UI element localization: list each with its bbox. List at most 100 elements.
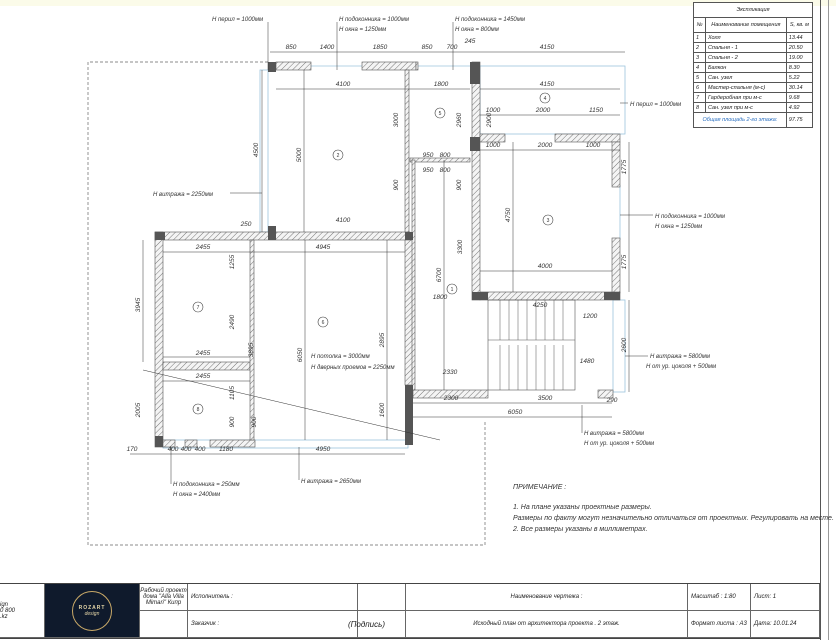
- dimension-label: 3895: [248, 342, 255, 357]
- signature: (Подпись): [348, 611, 406, 638]
- cell-num: 5: [693, 72, 706, 83]
- dimension-label: 700: [447, 44, 458, 51]
- dimension-label: 900: [393, 179, 400, 190]
- dimension-label: 2960: [456, 112, 463, 128]
- total-label: Общая площадь 2-го этажа:: [693, 112, 787, 128]
- room-marker: [542, 214, 554, 226]
- dimension-label: 1000: [486, 107, 501, 114]
- dimension-label: 4945: [316, 244, 331, 251]
- dimension-label: 400: [168, 446, 179, 453]
- title-block: ign 0 800 .kz Рабочий проект дома "Alla …: [0, 583, 820, 639]
- dimension-label: 4950: [316, 446, 331, 453]
- cell-name: Холл: [704, 32, 787, 43]
- executor-value: [358, 584, 406, 611]
- cell-num: 6: [693, 82, 706, 93]
- sheet-top-band: [0, 0, 836, 6]
- annotation: H витража = 2650мм: [301, 479, 361, 485]
- dimension-label: 4750: [505, 207, 512, 222]
- dimension-label: 1600: [379, 402, 386, 417]
- col-num: №: [693, 17, 706, 33]
- annotation: H перил = 1000мм: [630, 102, 681, 108]
- dimension-label: 950: [423, 167, 434, 174]
- dimension-label: 850: [422, 44, 433, 51]
- dimension-label: 245: [464, 38, 476, 45]
- drawing-name: Исходный план от архитектора проекта . 2…: [406, 611, 688, 638]
- col-area: S, кв. м: [785, 17, 814, 33]
- room-number: 4: [544, 96, 547, 102]
- annotation: H от ур. цоколя + 500мм: [584, 441, 654, 447]
- dimension-label: 1150: [589, 107, 603, 114]
- room-marker: [192, 301, 204, 313]
- note-line: 1. На плане указаны проектные размеры.: [513, 504, 652, 511]
- cell-name: Спальня - 2: [704, 52, 787, 63]
- dimension-label: 3000: [393, 112, 400, 127]
- room-marker: [317, 316, 329, 328]
- dimension-label: 250: [240, 221, 252, 228]
- cell-area: 19.00: [785, 52, 814, 63]
- cell-num: 7: [693, 92, 706, 103]
- annotation: H окна = 1250мм: [655, 224, 702, 230]
- cell-area: 8.30: [785, 62, 814, 73]
- project-name: Рабочий проект дома "Alla Villa Mimari" …: [140, 584, 188, 611]
- note-line: 2. Все размеры указаны в миллиметрах.: [513, 526, 648, 533]
- annotation: H окна = 2400мм: [173, 492, 220, 498]
- annotation: H витража = 5800мм: [650, 354, 710, 360]
- explication-title: Экспликация: [693, 2, 813, 18]
- dimension-label: 2300: [443, 395, 459, 402]
- annotation: H окна = 1250мм: [339, 27, 386, 33]
- executor-label: Исполнитель :: [188, 584, 358, 611]
- stair-treads: [499, 300, 564, 390]
- project-empty: [140, 611, 188, 638]
- annotation: H подоконника = 1450мм: [455, 17, 525, 23]
- room-marker: [332, 149, 344, 161]
- title-left-partial: ign 0 800 .kz: [0, 584, 45, 638]
- dimension-label: 400: [195, 446, 206, 453]
- dimension-label: 850: [286, 44, 297, 51]
- annotation: H дверных проемов = 2250мм: [311, 365, 395, 371]
- room-number: 3: [547, 218, 550, 224]
- cell-name: Гардеробная при м-с: [704, 92, 787, 103]
- cell-area: 4.92: [785, 102, 814, 113]
- cell-name: Мастер-спальня (м-с): [704, 82, 787, 93]
- dimension-label: 400: [181, 446, 192, 453]
- dimension-label: 2000: [537, 142, 553, 149]
- walls: [154, 61, 621, 448]
- cell-num: 2: [693, 42, 706, 53]
- room-number: 2: [337, 153, 340, 159]
- room-marker: [539, 92, 551, 104]
- date: Дата: 10.01.24: [751, 611, 820, 638]
- dimension-label: 3300: [457, 239, 464, 254]
- dimension-line: [142, 369, 441, 441]
- room-number: 5: [439, 111, 442, 117]
- lower-floor-outline: [87, 61, 486, 546]
- dimension-label: 3945: [135, 297, 142, 312]
- dimension-label: 2600: [621, 337, 628, 353]
- dimension-label: 1800: [433, 294, 448, 301]
- explication-table: Экспликация № Наименование помещения S, …: [693, 2, 814, 128]
- dimension-label: 1775: [621, 254, 628, 269]
- dimension-label: 900: [229, 416, 236, 427]
- partial-text: .kz: [0, 613, 8, 620]
- notes: ПРИМЕЧАНИЕ : 1. На плане указаны проектн…: [513, 482, 834, 535]
- dimension-label: 290: [606, 397, 618, 404]
- dimension-label: 6050: [297, 347, 304, 362]
- cell-area: 5.22: [785, 72, 814, 83]
- dimension-label: 6700: [436, 267, 443, 282]
- cell-name: Сан. узел: [704, 72, 787, 83]
- annotation: H от ур. цоколя + 500мм: [646, 364, 716, 370]
- dimension-label: 6050: [508, 409, 523, 416]
- columns: [155, 62, 620, 447]
- total-value: 97.75: [785, 112, 814, 128]
- dimension-label: 2000: [535, 107, 551, 114]
- cell-num: 4: [693, 62, 706, 73]
- dimension-label: 1255: [229, 254, 236, 269]
- dimension-label: 2455: [195, 350, 211, 357]
- sheet-format: Формат листа : А3: [688, 611, 751, 638]
- cell-area: 30.14: [785, 82, 814, 93]
- dimension-label: 1180: [219, 446, 233, 453]
